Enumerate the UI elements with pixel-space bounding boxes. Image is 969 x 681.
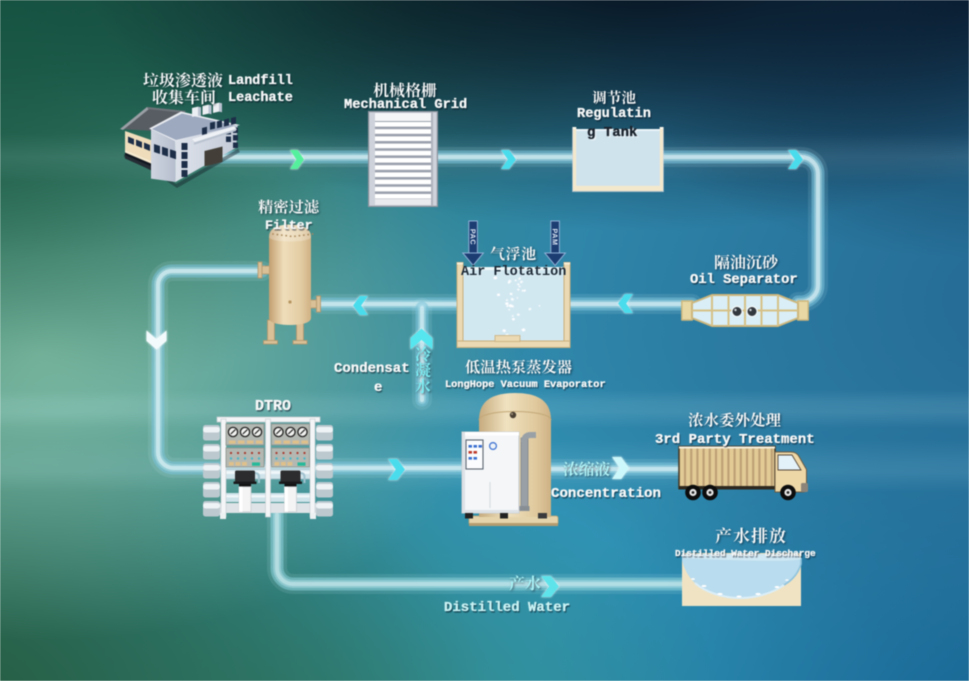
svg-text:PAC: PAC [469, 229, 478, 245]
svg-text:PAM: PAM [551, 229, 560, 246]
